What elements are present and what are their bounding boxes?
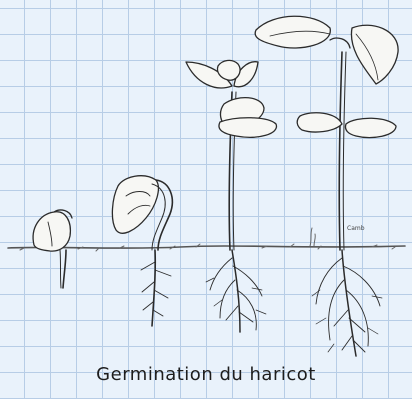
stage-2-seedling: [112, 176, 172, 326]
artist-signature: Camb: [347, 225, 365, 232]
stage-1-seed: [33, 210, 72, 288]
stage-3-seedling: [186, 60, 276, 332]
bean-germination-drawing: [0, 0, 412, 360]
illustration-caption: Germination du haricot: [0, 364, 412, 385]
stage-4-young-plant: [255, 16, 398, 356]
